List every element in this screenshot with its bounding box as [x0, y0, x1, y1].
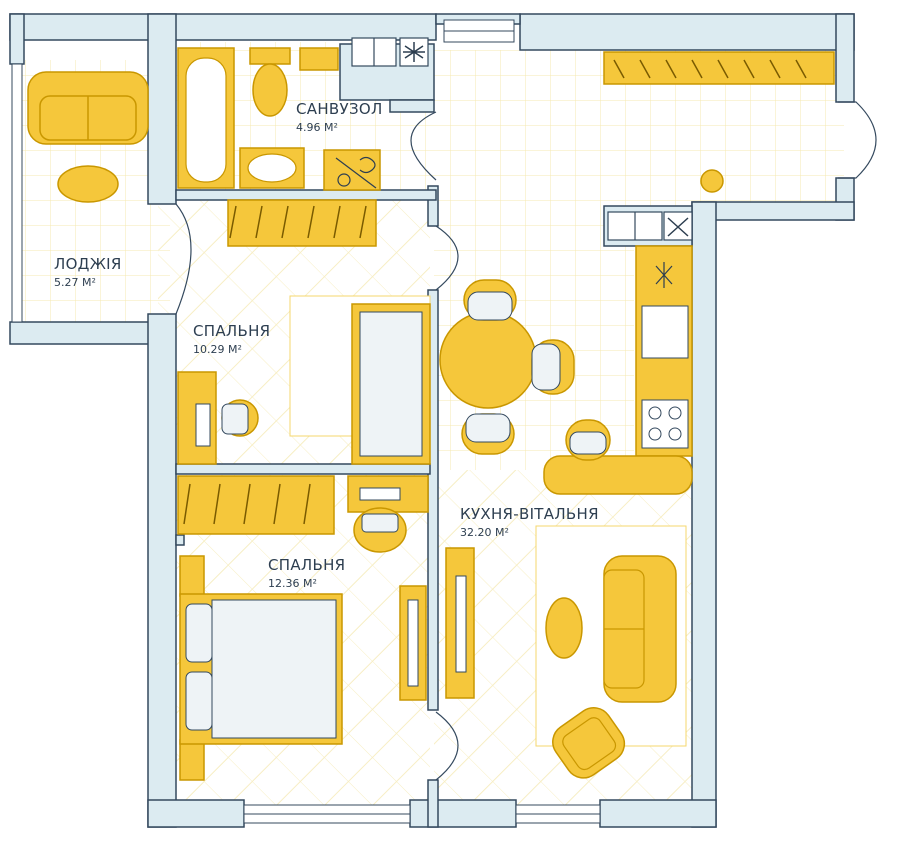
doors	[175, 101, 877, 781]
washing-machine-icon	[335, 156, 377, 189]
room-name-loggia: ЛОДЖІЯ	[54, 255, 122, 273]
bathroom-fixtures	[177, 37, 429, 191]
bedroom2-furniture	[179, 475, 429, 781]
room-labels: ЛОДЖІЯ 5.27 М² САНВУЗОЛ 4.96 М² СПАЛЬНЯ …	[54, 100, 599, 590]
room-area-bathroom: 4.96 М²	[296, 121, 338, 134]
wardrobes	[177, 51, 835, 535]
windows	[11, 19, 601, 824]
room-area-kitchen: 32.20 М²	[460, 526, 509, 539]
room-name-kitchen: КУХНЯ-ВІТАЛЬНЯ	[460, 505, 599, 523]
room-area-bedroom1: 10.29 М²	[193, 343, 242, 356]
room-name-bathroom: САНВУЗОЛ	[296, 100, 383, 118]
room-name-bedroom1: СПАЛЬНЯ	[193, 322, 270, 340]
kitchen-living-furniture	[439, 169, 724, 779]
snowflake-icon	[655, 262, 673, 288]
fan-icon	[403, 42, 425, 62]
room-area-loggia: 5.27 М²	[54, 276, 96, 289]
loggia-furniture	[27, 71, 149, 203]
room-area-bedroom2: 12.36 М²	[268, 577, 317, 590]
room-name-bedroom2: СПАЛЬНЯ	[268, 556, 345, 574]
bedroom1-furniture	[177, 295, 431, 465]
